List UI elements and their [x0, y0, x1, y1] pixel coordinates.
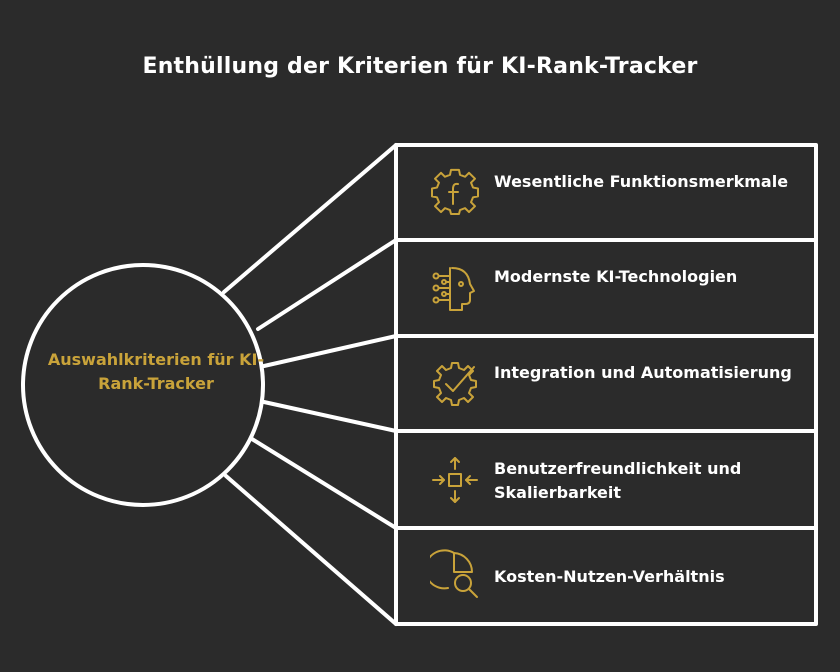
hub-label: Auswahlkriterien für KI-Rank-Tracker: [47, 350, 265, 393]
item-label: Wesentliche Funktionsmerkmale: [494, 172, 789, 191]
gear-check-icon: [430, 359, 480, 409]
hub-circle: [21, 263, 265, 507]
expand-arrows-icon: [430, 455, 480, 505]
criteria-panel-stack: [394, 143, 818, 626]
item-label: Modernste KI-Technologien: [494, 267, 738, 286]
connector-line: [262, 334, 398, 368]
diagram-title: Enthüllung der Kriterien für KI-Rank-Tra…: [142, 54, 698, 79]
gear-f-icon: [430, 168, 480, 218]
item-label: Integration und Automatisierung: [494, 363, 792, 382]
connector-line: [256, 238, 398, 331]
connector-line: [250, 437, 398, 530]
item-label: Kosten-Nutzen-Verhältnis: [494, 567, 725, 586]
connector-line: [224, 474, 398, 626]
item-label: Benutzerfreundlichkeit und Skalierbarkei…: [494, 459, 742, 502]
connector-line: [262, 400, 398, 433]
connector-line: [222, 143, 398, 294]
ai-head-icon: [430, 264, 480, 314]
pie-magnifier-icon: [424, 549, 480, 599]
